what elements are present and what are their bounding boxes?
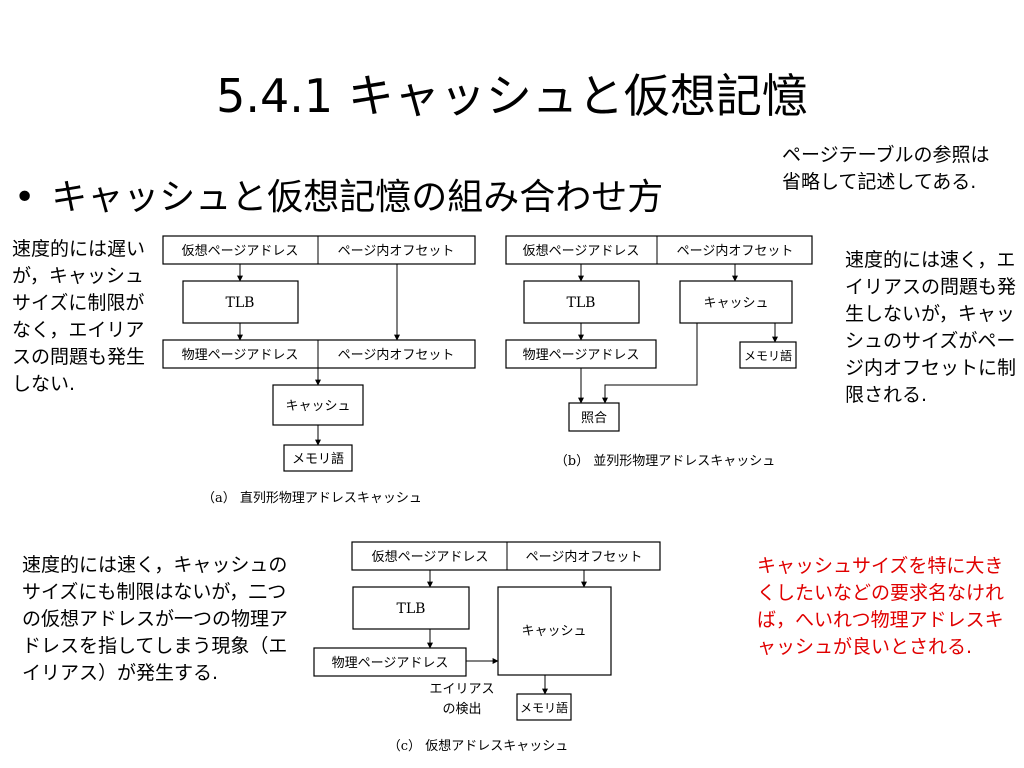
b-physical-address-box (505, 339, 657, 369)
c-memword-box (516, 693, 572, 721)
a-cache-label: キャッシュ (285, 399, 350, 414)
bullet-text: キャッシュと仮想記憶の組み合わせ方 (51, 177, 664, 218)
a-memword-label: メモリ語 (292, 451, 344, 467)
c-offset-label: ページ内オフセット (526, 549, 643, 565)
a-tlb-box (182, 280, 299, 324)
b-memword-label: メモリ語 (744, 348, 792, 363)
b-compare-label: 照合 (581, 411, 607, 426)
a-caption: （a） 直列形物理アドレスキャッシュ (202, 491, 422, 506)
bullet-marker: • (14, 177, 36, 218)
b-caption: （b） 並列形物理アドレスキャッシュ (555, 454, 775, 469)
b-memword-box (739, 341, 797, 369)
slide-title: 5.4.1 キャッシュと仮想記憶 (216, 69, 808, 123)
b-physical-page-label: 物理ページアドレス (523, 348, 640, 363)
a-physical-address-box (162, 339, 476, 369)
b-tlb-label: TLB (567, 295, 596, 311)
c-tlb-label: TLB (397, 601, 426, 617)
note-page-table-omitted: ページテーブルの参照は省略して記述してある. (782, 144, 990, 193)
c-alias-detect-line1: エイリアス (429, 682, 494, 697)
diagram-b: 仮想ページアドレス ページ内オフセット TLB キャッシュ 物理ページアドレス … (505, 235, 813, 469)
a-physical-page-label: 物理ページアドレス (182, 348, 299, 363)
b-virtual-page-label: 仮想ページアドレス (523, 243, 640, 259)
b-cache-label: キャッシュ (703, 296, 768, 311)
c-cache-label: キャッシュ (521, 624, 586, 639)
a-cache-box (272, 384, 364, 426)
a-memword-box (283, 444, 353, 472)
c-tlb-box (352, 586, 470, 630)
bullet-item: • キャッシュと仮想記憶の組み合わせ方 (14, 168, 663, 220)
c-address-box (351, 541, 661, 571)
a-tlb-label: TLB (226, 295, 255, 311)
c-memword-label: メモリ語 (520, 700, 568, 715)
diagram-a: 仮想ページアドレス ページ内オフセット TLB 物理ページアドレス ページ内オフ… (162, 235, 476, 506)
c-alias-detect-line2: の検出 (442, 702, 481, 717)
diagram-c: 仮想ページアドレス ページ内オフセット TLB キャッシュ 物理ページアドレス … (313, 541, 661, 754)
note-recommendation: キャッシュサイズを特に大きくしたいなどの要求名なければ，へいれつ物理アドレスキャ… (757, 555, 1005, 658)
note-parallel-cache: 速度的には速く，エイリアスの問題も発生しないが，キャッシュのサイズがページ内オフ… (845, 249, 1017, 406)
c-physical-page-label: 物理ページアドレス (332, 656, 449, 671)
a-offset-label: ページ内オフセット (338, 243, 455, 259)
c-cache-box (497, 586, 612, 676)
c-physical-address-box (313, 647, 467, 677)
b-offset-label: ページ内オフセット (677, 243, 794, 259)
c-virtual-page-label: 仮想ページアドレス (372, 549, 489, 565)
b-address-box (505, 235, 813, 265)
c-caption: （c） 仮想アドレスキャッシュ (388, 738, 568, 754)
b-compare-box (568, 402, 620, 432)
a-address-box (162, 235, 476, 265)
a-virtual-page-label: 仮想ページアドレス (182, 243, 299, 259)
a-offset2-label: ページ内オフセット (338, 347, 455, 363)
note-serial-cache: 速度的には遅いが，キャッシュサイズに制限がなく，エイリアスの問題も発生しない. (12, 238, 146, 395)
b-cache-box (679, 280, 793, 324)
note-virtual-cache: 速度的には速く，キャッシュのサイズにも制限はないが，二つの仮想アドレスが一つの物… (22, 554, 289, 684)
b-tlb-box (523, 280, 640, 324)
